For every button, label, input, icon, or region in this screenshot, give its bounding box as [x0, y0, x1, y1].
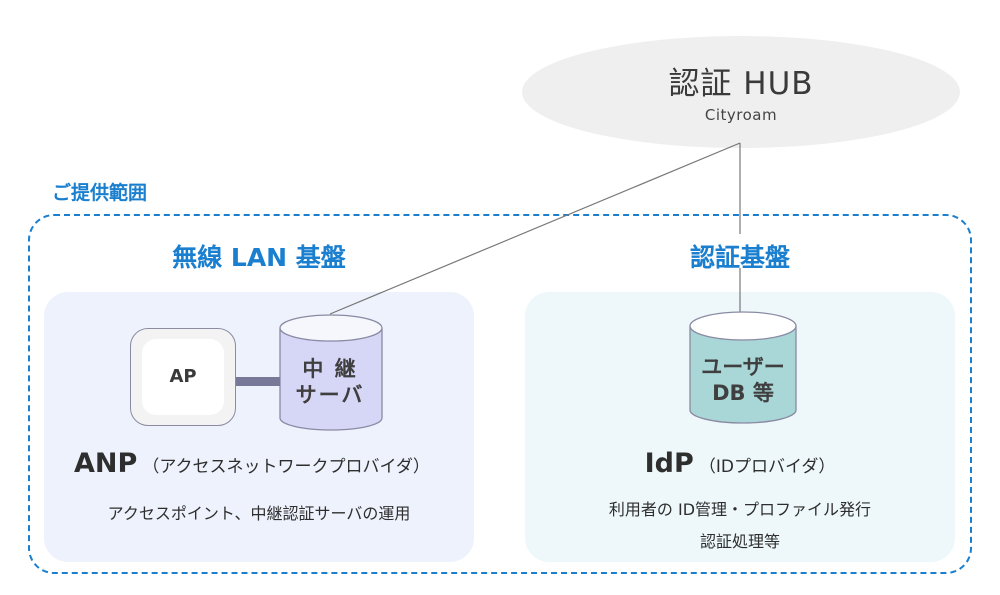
relay-server-label: 中 継 サーバ — [278, 356, 382, 408]
auth-platform-panel — [525, 292, 955, 562]
idp-full-name: （IDプロバイダ） — [698, 457, 836, 477]
idp-acronym: IdP — [644, 448, 694, 479]
anp-description: アクセスポイント、中継認証サーバの運用 — [107, 504, 411, 523]
user-db-label-line2: DB 等 — [712, 381, 774, 405]
ap-relay-connector — [236, 377, 280, 386]
user-db-label-line1: ユーザー — [701, 355, 785, 379]
idp-description-line1: 利用者の ID管理・プロファイル発行 — [608, 500, 872, 519]
anp-heading: ANP （アクセスネットワークプロバイダ） — [74, 448, 430, 479]
auth-platform-title: 認証基盤 — [689, 243, 790, 272]
service-scope-label: ご提供範囲 — [52, 182, 148, 204]
auth-hub-ellipse — [522, 36, 960, 148]
auth-hub-subtitle: Cityroam — [704, 106, 778, 124]
access-point-face — [142, 339, 224, 415]
access-point-label: AP — [169, 366, 197, 387]
wireless-lan-panel — [44, 292, 474, 562]
wireless-lan-title: 無線 LAN 基盤 — [172, 243, 346, 272]
auth-hub-title: 認証 HUB — [668, 66, 814, 102]
anp-acronym: ANP — [74, 448, 138, 479]
anp-full-name: （アクセスネットワークプロバイダ） — [142, 457, 430, 477]
idp-description-line2: 認証処理等 — [699, 532, 780, 551]
relay-server-label-line2: サーバ — [295, 383, 365, 407]
idp-heading: IdP （IDプロバイダ） — [525, 448, 955, 479]
relay-server-label-line1: 中 継 — [302, 357, 358, 381]
user-db-label: ユーザー DB 等 — [690, 354, 796, 406]
